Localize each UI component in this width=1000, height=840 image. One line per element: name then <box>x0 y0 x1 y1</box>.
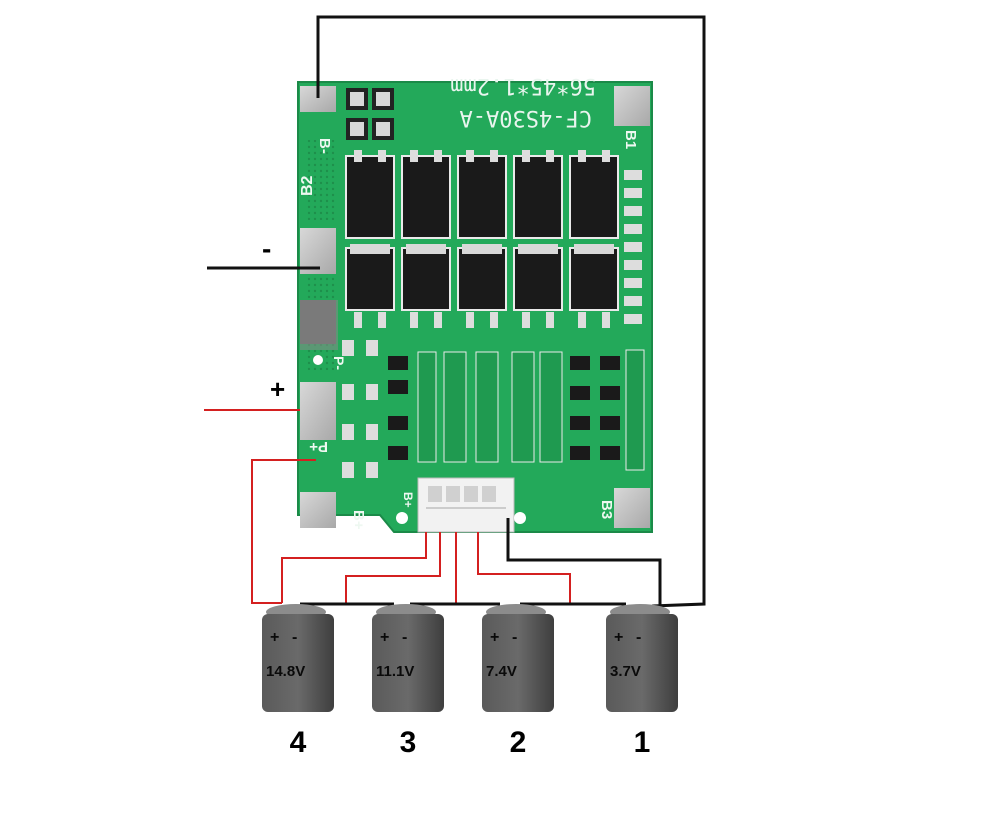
pad-p-plus <box>300 382 336 440</box>
pad-b1 <box>614 86 650 126</box>
cell-voltage: 14.8V <box>266 663 305 680</box>
label-b-plus-small: B+ <box>401 492 415 508</box>
cell-plus-label: + <box>614 629 623 646</box>
load-plus-label: + <box>270 374 285 404</box>
cell-number: 4 <box>290 726 307 759</box>
wire-balance-cell1 <box>506 518 662 606</box>
battery-cell: +- 14.8V 4 <box>262 604 334 759</box>
right-smd-column <box>624 170 642 324</box>
board-dimensions: 56*45*1.2mm <box>450 73 596 98</box>
label-b3: B3 <box>598 500 615 519</box>
pad-b3 <box>614 488 650 528</box>
cell-number: 2 <box>510 726 527 759</box>
battery-cells: +-14.8V4+-11.1V3+-7.4V2+-3.7V1 <box>262 604 678 759</box>
load-minus-label: - <box>262 233 271 264</box>
cell-plus-label: + <box>380 629 389 646</box>
wire-balance-d <box>477 532 571 603</box>
battery-cell: +- 3.7V 1 <box>606 604 678 759</box>
label-b1: B1 <box>622 130 639 149</box>
board-model: CF-4S30A-A <box>460 105 592 130</box>
wire-balance-b <box>345 532 441 603</box>
battery-cell: +- 7.4V 2 <box>482 604 554 759</box>
cell-body <box>262 614 334 712</box>
label-p-minus: P- <box>331 356 347 370</box>
cell-voltage: 3.7V <box>610 663 641 680</box>
control-circuit <box>342 340 645 478</box>
cell-minus-label: - <box>512 629 517 646</box>
cell-voltage: 7.4V <box>486 663 517 680</box>
cell-plus-label: + <box>270 629 279 646</box>
pad-b2 <box>300 228 336 274</box>
label-b-minus: B- <box>316 138 333 154</box>
pad-p-minus-area <box>300 300 336 344</box>
cell-number: 1 <box>634 726 651 759</box>
wires <box>204 15 706 608</box>
pcb-board: 56*45*1.2mm CF-4S30A-A <box>297 73 653 533</box>
wire-b-minus <box>316 15 706 608</box>
cell-plus-label: + <box>490 629 499 646</box>
battery-cell: +- 11.1V 3 <box>372 604 444 759</box>
cell-number: 3 <box>400 726 417 759</box>
cell-minus-label: - <box>636 629 641 646</box>
mosfet-row-bottom <box>345 244 619 328</box>
wire-balance-a <box>281 532 427 603</box>
label-b2: B2 <box>299 175 316 196</box>
mosfet-row-top <box>345 150 619 239</box>
cell-minus-label: - <box>402 629 407 646</box>
pad-b-plus <box>300 492 336 528</box>
cell-body <box>606 614 678 712</box>
balance-connector <box>417 477 515 533</box>
cell-minus-label: - <box>292 629 297 646</box>
label-p-plus: P+ <box>309 438 328 455</box>
wire-pplus-cell4 <box>251 459 316 604</box>
cell-body <box>372 614 444 712</box>
label-b-plus: B+ <box>350 510 367 530</box>
cell-body <box>482 614 554 712</box>
top-resistors <box>346 88 394 140</box>
cell-voltage: 11.1V <box>376 663 414 680</box>
